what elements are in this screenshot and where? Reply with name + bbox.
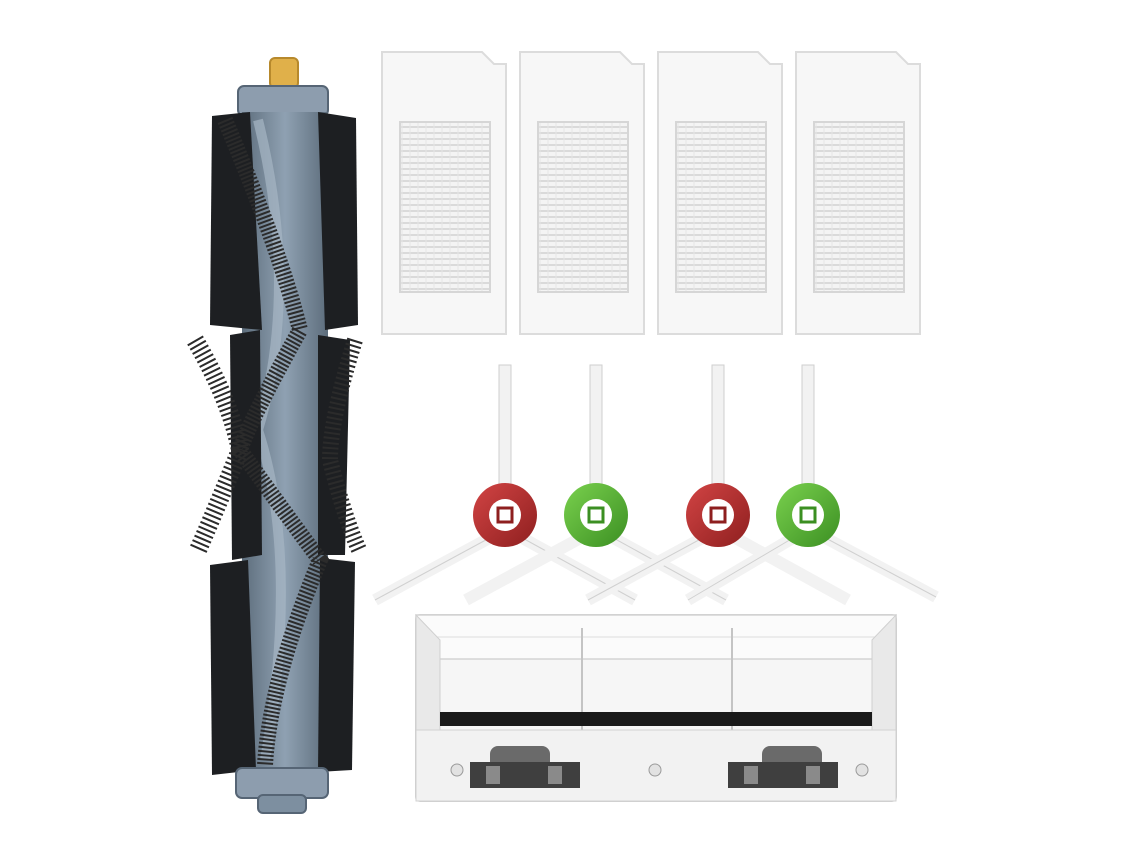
rubber-blade bbox=[210, 112, 262, 330]
side-brush-green bbox=[684, 364, 939, 606]
hepa-filter bbox=[657, 51, 783, 335]
rubber-blade bbox=[210, 560, 256, 775]
end-cap-bottom bbox=[235, 767, 329, 799]
cover-strip bbox=[440, 712, 872, 726]
roller-brush-cover bbox=[415, 613, 897, 802]
latch bbox=[728, 746, 838, 788]
main-roller-brush bbox=[187, 57, 368, 814]
latch bbox=[470, 746, 580, 788]
hepa-filter bbox=[381, 51, 507, 335]
side-brush-red bbox=[585, 364, 851, 606]
end-cap-top bbox=[237, 85, 329, 117]
rubber-blade bbox=[318, 112, 358, 330]
hepa-filter bbox=[795, 51, 921, 335]
side-brushes bbox=[372, 364, 939, 606]
axle-tip-top bbox=[269, 57, 299, 89]
hepa-filter bbox=[519, 51, 645, 335]
bristle-spiral bbox=[217, 116, 330, 766]
hepa-filters bbox=[381, 51, 921, 335]
rubber-blade bbox=[318, 558, 355, 772]
